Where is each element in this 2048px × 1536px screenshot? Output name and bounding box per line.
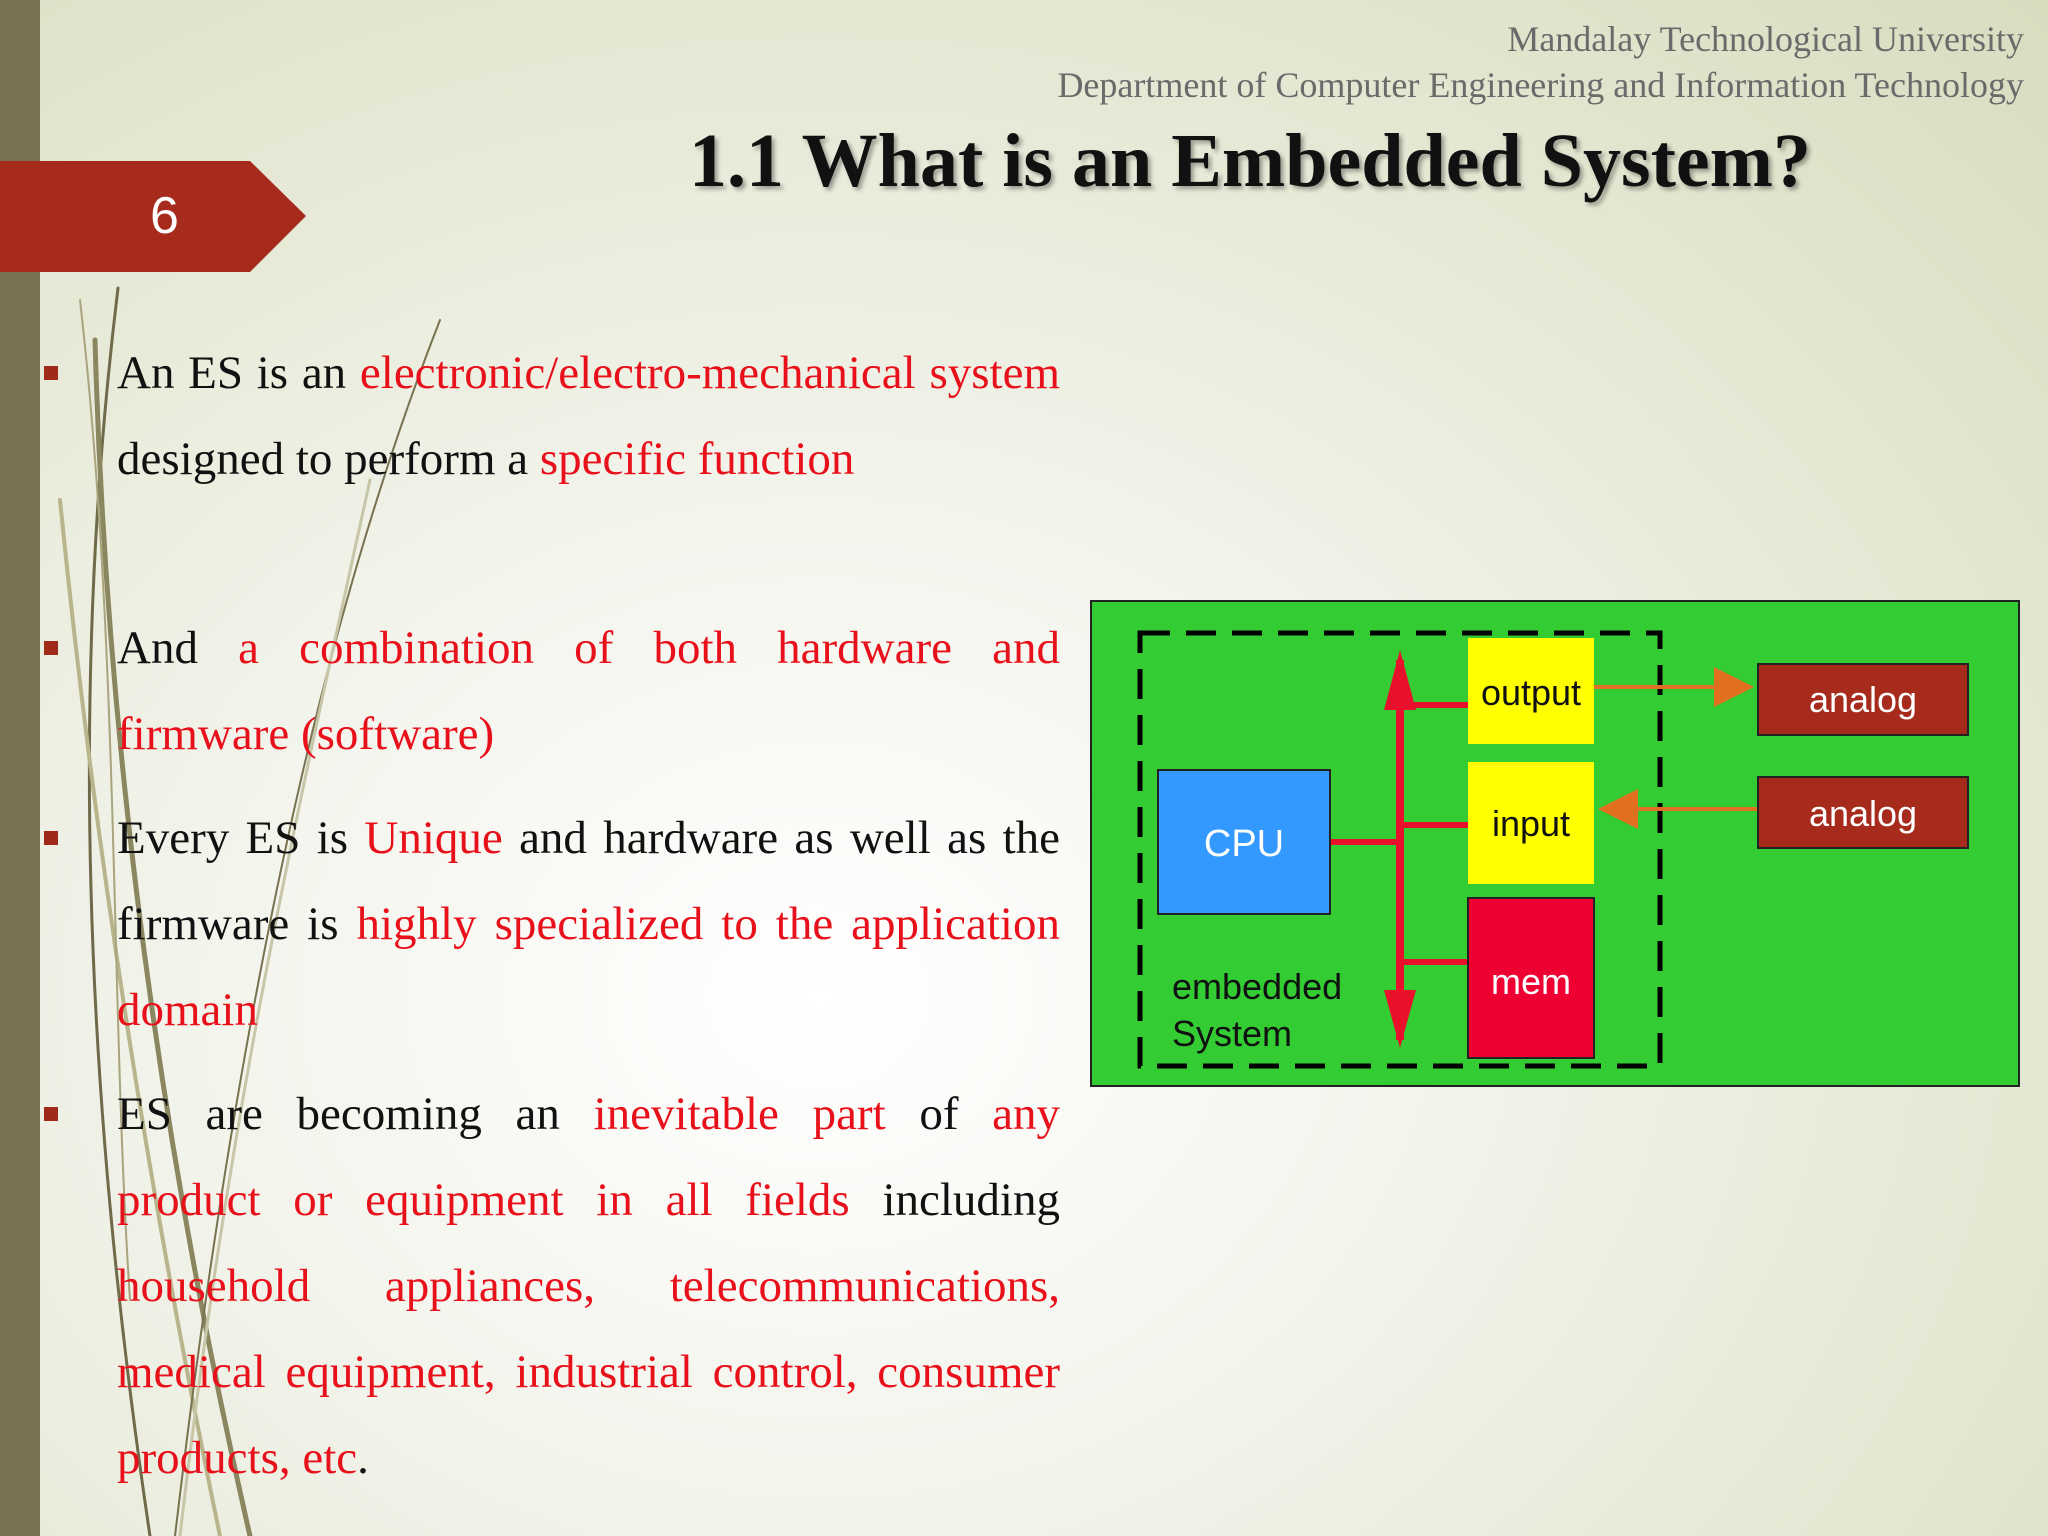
slide-number-badge <box>0 161 306 272</box>
bullet-marker <box>44 831 58 845</box>
highlight-segment: any product or equipment in all fields <box>117 1088 1061 1226</box>
analog-out-box <box>1757 663 1969 736</box>
text-segment: designed to perform a <box>117 433 540 485</box>
bus-arrow-down-icon <box>1384 990 1416 1048</box>
bullet-marker <box>44 366 58 380</box>
department-name: Department of Computer Engineering and I… <box>1057 65 2024 105</box>
bullet-text: And a combination of both hardware and f… <box>117 605 1060 777</box>
text-segment: of <box>885 1088 993 1140</box>
highlight-segment: household appliances, telecommunications… <box>117 1260 1060 1484</box>
highlight-segment: highly specialized to the application do… <box>117 898 1060 1036</box>
embedded-system-diagram: CPU output input mem analog analog embed… <box>1090 600 2020 1087</box>
text-segment: and hardware as well as the firmware is <box>117 812 1060 950</box>
cpu-block <box>1157 769 1331 915</box>
input-block <box>1468 762 1594 884</box>
input-label: input <box>1492 803 1570 844</box>
embedded-system-boundary <box>1137 630 1663 1069</box>
bullet-marker <box>44 1107 58 1121</box>
analog-in-box <box>1757 776 1969 849</box>
analog-out-label: analog <box>1809 679 1917 720</box>
text-segment: An ES is an <box>117 347 360 399</box>
output-block <box>1468 638 1594 744</box>
bullet-text: An ES is an electronic/electro-mechanica… <box>117 330 1060 502</box>
diagram-svg: CPU output input mem analog analog embed… <box>1090 600 2020 1087</box>
highlight-segment: electronic/electro-mechanical system <box>359 347 1060 399</box>
text-segment: And <box>117 622 239 674</box>
highlight-segment: inevitable part <box>593 1088 886 1140</box>
text-segment: ES are becoming an <box>117 1088 594 1140</box>
analog-in-label: analog <box>1809 793 1917 834</box>
bullet-text: ES are becoming an inevitable part of an… <box>117 1071 1060 1501</box>
mem-label: mem <box>1491 961 1571 1002</box>
highlight-segment: specific function <box>539 433 855 485</box>
bullet-list: An ES is an electronic/electro-mechanica… <box>44 330 1060 1501</box>
text-segment: including <box>849 1174 1060 1226</box>
highlight-segment: Unique <box>364 812 503 864</box>
system-label-line1: embedded <box>1172 966 1342 1007</box>
highlight-segment: a combination of both hardware and firmw… <box>117 622 1060 760</box>
bullet-marker <box>44 641 58 655</box>
cpu-label: CPU <box>1204 823 1284 865</box>
slide-title: 1.1 What is an Embedded System? <box>689 119 1811 203</box>
system-label-line2: System <box>1172 1013 1292 1054</box>
mem-block <box>1467 897 1595 1059</box>
badge-shape <box>0 161 306 272</box>
bus-arrow-up-icon <box>1384 650 1416 710</box>
bullet-text: Every ES is Unique and hardware as well … <box>117 795 1060 1053</box>
text-segment: . <box>357 1432 369 1484</box>
output-label: output <box>1481 672 1581 713</box>
text-segment: Every ES is <box>117 812 365 864</box>
university-name: Mandalay Technological University <box>1507 19 2024 59</box>
slide-number: 6 <box>150 187 179 245</box>
